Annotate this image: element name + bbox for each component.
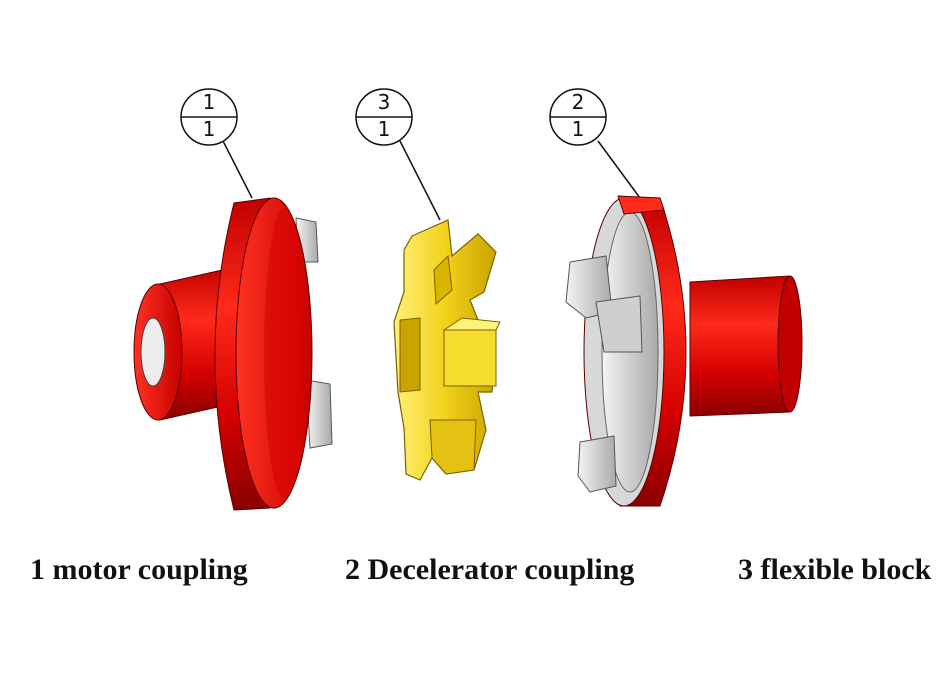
leader-line-2 bbox=[399, 140, 441, 221]
balloon-2-bottom: 1 bbox=[378, 117, 391, 141]
balloon-3: 2 1 bbox=[549, 88, 641, 199]
caption-flexible-block: 3 flexible block bbox=[738, 553, 932, 586]
leader-line-1 bbox=[222, 140, 253, 199]
decelerator-coupling-part bbox=[565, 195, 803, 507]
motor-coupling-part bbox=[133, 197, 333, 511]
balloon-3-bottom: 1 bbox=[572, 117, 585, 141]
balloon-2-top: 3 bbox=[378, 90, 391, 114]
caption-decelerator-coupling: 2 Decelerator coupling bbox=[345, 553, 635, 586]
balloon-1-top: 1 bbox=[203, 90, 216, 114]
leader-line-3 bbox=[597, 140, 641, 199]
flexible-block-part bbox=[393, 219, 501, 481]
balloon-2: 3 1 bbox=[355, 88, 441, 221]
balloon-1: 1 1 bbox=[180, 88, 253, 199]
caption-motor-coupling: 1 motor coupling bbox=[30, 553, 248, 586]
balloon-3-top: 2 bbox=[572, 90, 585, 114]
balloon-1-bottom: 1 bbox=[203, 117, 216, 141]
